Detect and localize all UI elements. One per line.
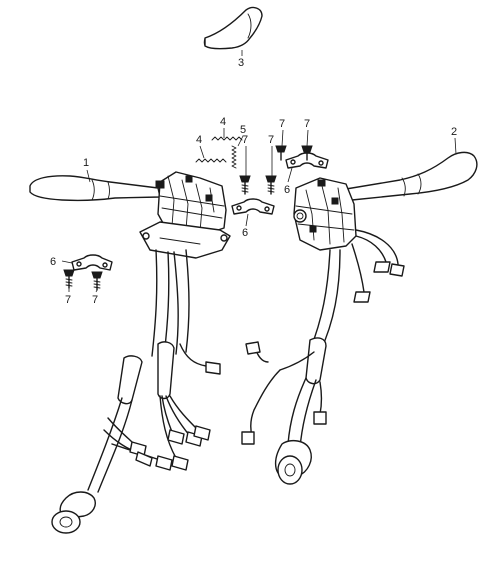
leader-lines [61,50,457,293]
spring-upper [211,136,243,141]
left-screw-a [63,269,75,289]
left-stalk-lever [29,175,161,202]
coil-spring [231,145,237,169]
right-stalk-lever [339,151,478,201]
center-screw-b [265,175,277,195]
right-switch-body [293,177,357,251]
right-screw-a [275,145,287,161]
callout-6-center: 6 [242,227,248,239]
callout-7-right-b: 7 [304,118,310,130]
left-screw-b [91,271,103,291]
callout-6-left: 6 [50,256,56,268]
center-screw-a [239,175,251,195]
callout-4-lower: 4 [196,134,202,146]
callout-labels: 3 1 2 4 4 5 7 7 7 7 6 6 6 7 7 [50,57,457,306]
callout-4-upper: 4 [220,116,226,128]
right-wire-harness [241,229,405,485]
spring-lower [195,158,227,163]
left-clamp [71,254,113,271]
callout-7-right-a: 7 [279,118,285,130]
callout-3: 3 [238,57,244,69]
center-clamp [231,198,275,215]
callout-7-center-b: 7 [268,134,274,146]
callout-7-center-a: 7 [242,134,248,146]
callout-2: 2 [451,126,457,138]
callout-7-left-b: 7 [92,294,98,306]
callout-5: 5 [240,124,246,136]
callout-6-right: 6 [284,184,290,196]
callout-1: 1 [83,157,89,169]
left-switch-body [139,171,231,259]
left-wire-harness [51,249,221,534]
lever-knob [203,6,263,50]
callout-7-left-a: 7 [65,294,71,306]
right-screw-b [301,145,313,161]
